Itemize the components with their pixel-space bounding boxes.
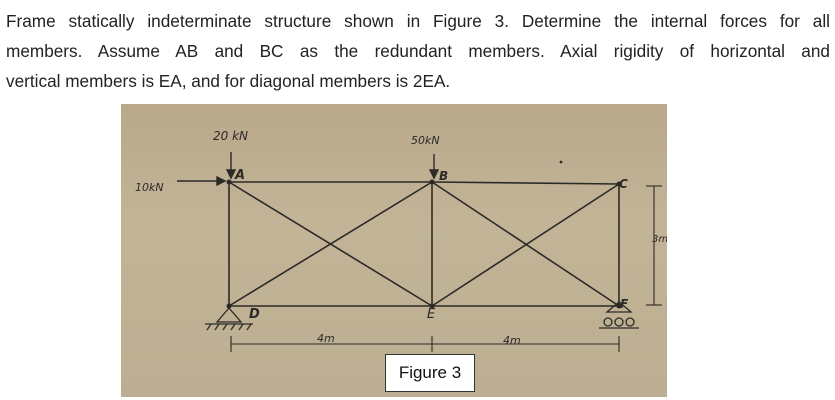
- member-bd: [228, 181, 433, 307]
- support-f: [605, 301, 633, 313]
- node-label-b: B: [439, 169, 448, 183]
- dimension-label-height: 3m: [652, 234, 667, 245]
- truss-drawing: 20 kN 50kN 10kN A B C D E F 4m 4m 3m: [135, 129, 667, 352]
- problem-statement: Frame statically indeterminate structure…: [6, 6, 830, 96]
- dimension-label-right: 4m: [503, 334, 521, 347]
- node-label-d: D: [249, 307, 260, 322]
- member-ce: [431, 183, 620, 307]
- truss-figure-photo: 20 kN 50kN 10kN A B C D E F 4m 4m 3m: [121, 104, 667, 397]
- node-label-c: C: [619, 177, 628, 191]
- support-d: [215, 307, 243, 323]
- figure-caption: Figure 3: [385, 354, 475, 392]
- load-label-b: 50kN: [411, 134, 440, 147]
- dimension-label-left: 4m: [317, 332, 335, 345]
- load-label-horizontal: 10kN: [135, 181, 164, 194]
- member-bc: [431, 181, 620, 185]
- node-label-f: F: [620, 297, 629, 311]
- load-label-a: 20 kN: [213, 129, 248, 143]
- problem-line-3: vertical members is EA, and for diagonal…: [6, 71, 451, 91]
- member-bf: [431, 181, 620, 307]
- problem-line-1: Frame statically indeterminate structure…: [6, 11, 830, 31]
- problem-line-2: members. Assume AB and BC as the redunda…: [6, 41, 830, 61]
- node-label-a: A: [234, 168, 245, 183]
- node-label-e: E: [427, 307, 436, 322]
